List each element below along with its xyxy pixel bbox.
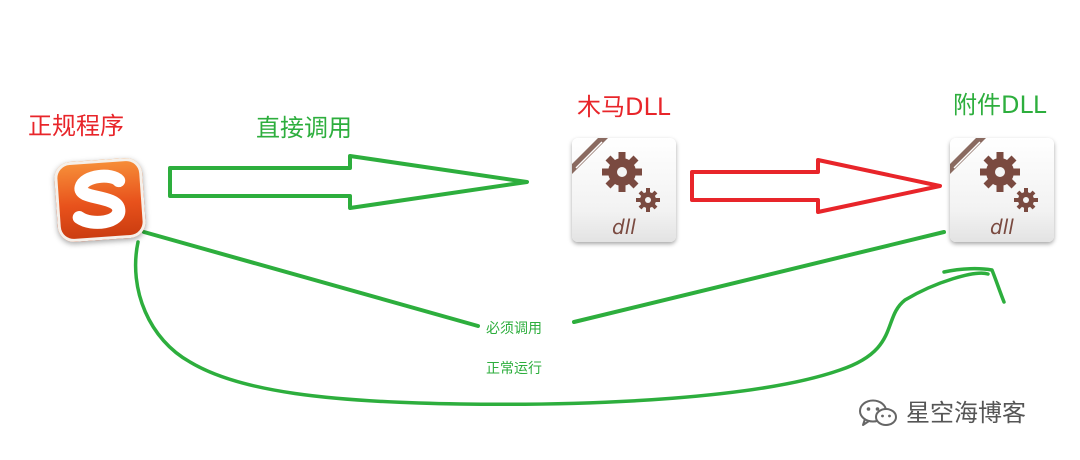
must-call-label: 必须调用 xyxy=(486,321,542,337)
wechat-icon xyxy=(859,399,897,426)
normal-run-label: 正常运行 xyxy=(486,361,542,377)
trojan-dll-label: 木马DLL xyxy=(577,93,671,121)
must-call-line-right xyxy=(572,230,946,324)
direct-call-arrow xyxy=(168,154,529,210)
normal-run-loop xyxy=(133,240,990,407)
direct-call-label: 直接调用 xyxy=(256,114,352,142)
attach-dll-label: 附件DLL xyxy=(953,91,1047,119)
dll-text: dll xyxy=(612,215,636,239)
must-call-line-left xyxy=(142,230,480,328)
watermark: 星空海博客 xyxy=(858,398,1026,428)
dll-file-icon: dll xyxy=(950,138,1054,242)
trojan-call-arrow xyxy=(690,158,942,214)
sogou-app-icon xyxy=(53,157,147,243)
watermark-text: 星空海博客 xyxy=(906,399,1026,427)
dll-text: dll xyxy=(990,215,1014,239)
program-label: 正规程序 xyxy=(28,112,124,140)
normal-run-arrowhead xyxy=(942,266,1006,304)
dll-file-icon: dll xyxy=(572,138,676,242)
